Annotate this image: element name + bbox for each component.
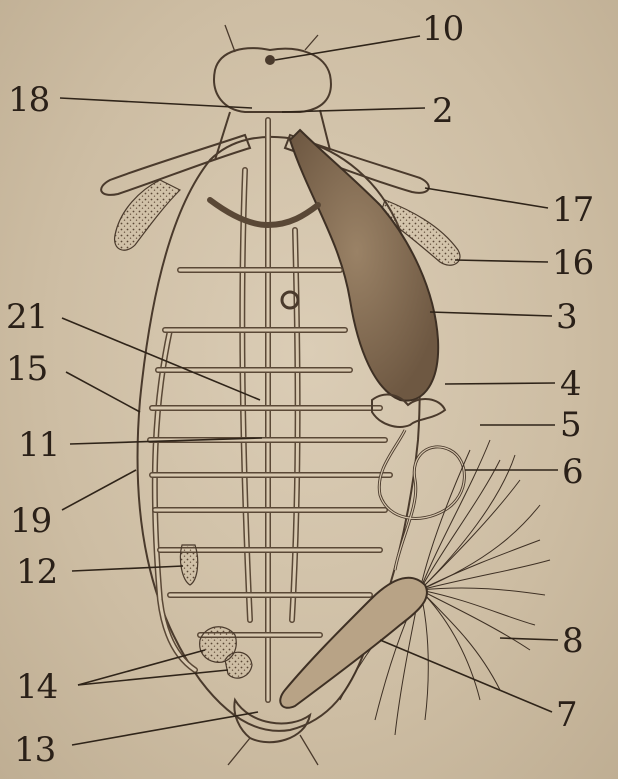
label-7: 7 xyxy=(556,698,577,732)
label-6: 6 xyxy=(562,455,583,489)
intestine-loop-inner xyxy=(379,430,464,570)
label-3: 3 xyxy=(556,300,577,334)
label-2: 2 xyxy=(432,94,453,128)
label-19: 19 xyxy=(10,504,51,538)
antenna-left xyxy=(225,25,235,52)
label-11: 11 xyxy=(18,428,59,462)
label-16: 16 xyxy=(552,246,593,280)
accessory-gland-right xyxy=(225,652,252,678)
label-17: 17 xyxy=(552,193,593,227)
thoracic-tracheae xyxy=(210,200,318,225)
label-10: 10 xyxy=(422,12,463,46)
antenna-right xyxy=(305,35,318,50)
cerci xyxy=(228,735,318,765)
label-4: 4 xyxy=(560,367,581,401)
malpighian-tubules xyxy=(330,440,550,735)
label-5: 5 xyxy=(560,408,581,442)
ocellus xyxy=(265,55,275,65)
label-15: 15 xyxy=(6,352,47,386)
ovariole xyxy=(180,545,197,585)
label-8: 8 xyxy=(562,624,583,658)
salivary-reservoir-left xyxy=(101,135,250,195)
label-21: 21 xyxy=(6,300,47,334)
crop xyxy=(290,130,438,401)
label-18: 18 xyxy=(8,83,49,117)
label-12: 12 xyxy=(16,555,57,589)
label-14: 14 xyxy=(16,670,57,704)
label-13: 13 xyxy=(14,733,55,767)
